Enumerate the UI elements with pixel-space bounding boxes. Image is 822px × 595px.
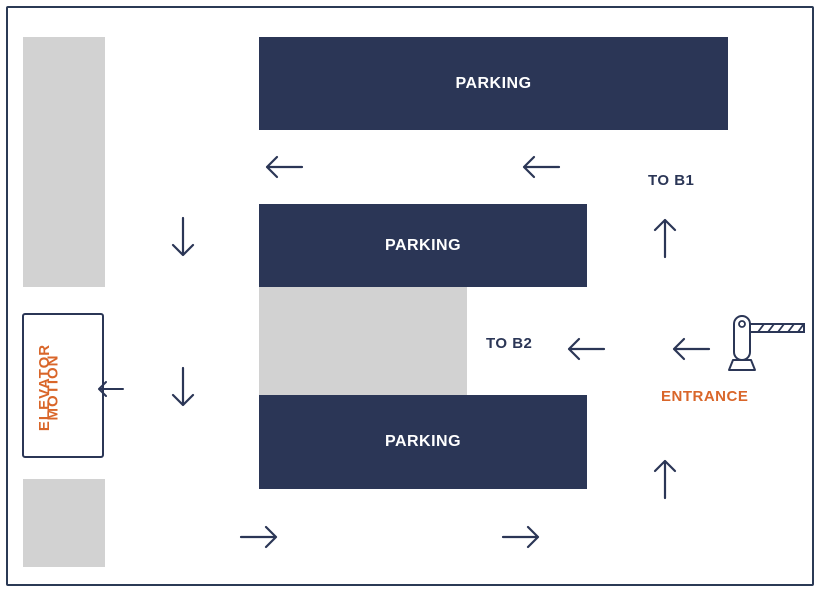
arrow-up-icon [650, 458, 680, 500]
barrier-gate-icon [724, 312, 808, 376]
arrow-left-icon [264, 152, 304, 182]
label-entrance: ENTRANCE [661, 388, 749, 405]
arrow-down-icon [168, 216, 198, 258]
gray-area-center [259, 287, 467, 395]
arrow-down-icon [168, 366, 198, 408]
parking-bottom: PARKING [259, 395, 587, 489]
motion-label: MOTION [44, 354, 62, 421]
label-to-b2: TO B2 [486, 335, 533, 352]
map-frame [6, 6, 814, 586]
arrow-left-icon [671, 334, 711, 364]
arrow-right-icon [501, 522, 541, 552]
label-to-b1: TO B1 [648, 172, 695, 189]
gray-area-left-top [23, 37, 105, 287]
arrow-up-icon [650, 217, 680, 259]
parking-middle: PARKING [259, 204, 587, 287]
elevator-box: ELEVATOR MOTION [22, 313, 104, 458]
parking-top: PARKING [259, 37, 728, 130]
arrow-left-icon [96, 374, 126, 404]
arrow-left-icon [566, 334, 606, 364]
arrow-left-icon [521, 152, 561, 182]
arrow-right-icon [239, 522, 279, 552]
gray-area-left-bottom [23, 479, 105, 567]
